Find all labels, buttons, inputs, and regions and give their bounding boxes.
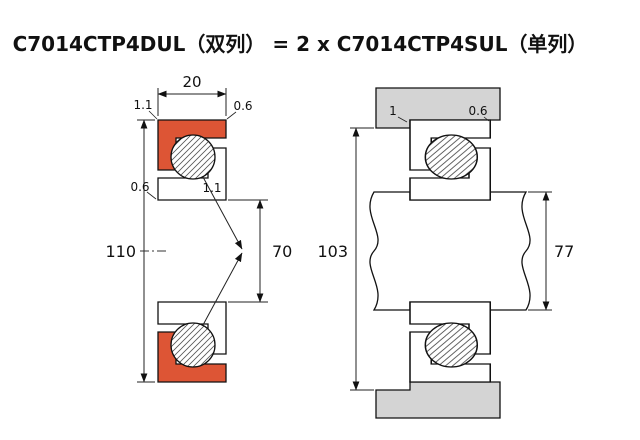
chamfer-inner-middle-label: 1.1 xyxy=(202,181,221,195)
ball-top xyxy=(424,134,479,180)
dim-bore-label: 70 xyxy=(272,242,292,261)
left-section-view: 20 110 70 1.1 0.6 0.6 1.1 xyxy=(105,73,292,383)
leader-line xyxy=(226,111,237,120)
bearing-cross-section xyxy=(157,119,227,383)
mounted-bearing xyxy=(409,119,492,383)
housing-fillet-label: 1 xyxy=(389,104,397,118)
chamfer-inner-left-label: 0.6 xyxy=(130,180,149,194)
leader-line xyxy=(483,116,490,122)
leader-line xyxy=(397,116,408,123)
dim-width-label: 20 xyxy=(182,73,201,91)
shaft-chamfer-label: 0.6 xyxy=(468,104,487,118)
dim-outer-diameter-label: 110 xyxy=(105,242,136,261)
contact-angle-line-top xyxy=(202,176,243,250)
housing-bottom xyxy=(375,381,501,419)
right-mounting-view: 103 77 1 0.6 xyxy=(317,87,574,419)
ball-bottom xyxy=(170,322,216,368)
contact-angle-line-bottom xyxy=(202,252,243,326)
chamfer-outer-left-label: 1.1 xyxy=(133,98,152,112)
dim-housing-shoulder-label: 103 xyxy=(317,242,348,261)
leader-line xyxy=(146,191,157,200)
ball-bottom xyxy=(424,322,479,368)
dim-shaft-shoulder-label: 77 xyxy=(554,242,574,261)
ball-top xyxy=(170,134,216,180)
chamfer-outer-right-label: 0.6 xyxy=(233,99,252,113)
shaft xyxy=(369,191,531,311)
page-title: C7014CTP4DUL（双列） = 2 x C7014CTP4SUL（单列） xyxy=(12,32,588,56)
leader-line xyxy=(148,110,158,120)
